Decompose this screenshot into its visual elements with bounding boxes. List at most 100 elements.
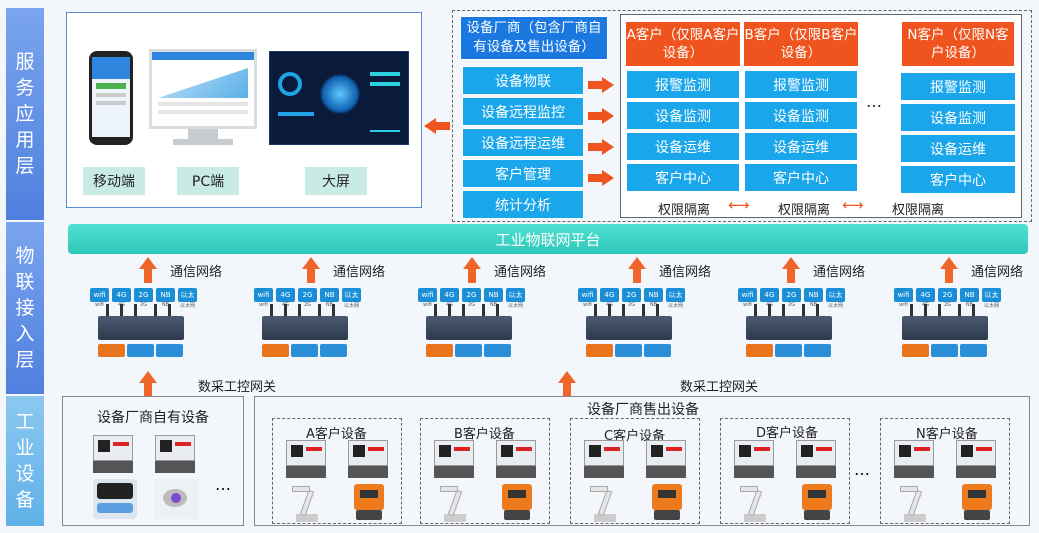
customer-n-alarm[interactable]: 报警监测 bbox=[900, 72, 1016, 101]
robot-arm-icon bbox=[288, 482, 326, 522]
own-devices-title: 设备厂商自有设备 bbox=[63, 407, 243, 427]
robot-arm-icon bbox=[896, 482, 934, 522]
sold-devices-box: 设备厂商售出设备 bbox=[254, 396, 1030, 526]
network-type-caption: NB bbox=[965, 302, 974, 308]
network-type-caption: wifi bbox=[259, 302, 268, 308]
ellipsis-text: … bbox=[866, 92, 882, 111]
customer-item-label: 设备监测 bbox=[930, 110, 986, 127]
module-icon bbox=[156, 344, 183, 357]
network-type-icon: NB bbox=[156, 288, 175, 302]
gateway-text: 数采工控网关 bbox=[680, 380, 759, 395]
antenna-icon bbox=[768, 304, 771, 318]
arrow-right-2 bbox=[588, 108, 614, 124]
customer-n-ops[interactable]: 设备运维 bbox=[900, 134, 1016, 163]
vendor-item-label: 设备远程监控 bbox=[481, 104, 565, 121]
customer-device-group-d bbox=[720, 418, 850, 524]
isolation-label-1: 权限隔离 bbox=[658, 199, 710, 218]
customer-item-label: 报警监测 bbox=[930, 79, 986, 96]
customer-b-center[interactable]: 客户中心 bbox=[744, 163, 858, 192]
mobile-device-image bbox=[89, 51, 133, 145]
vendor-item-iot[interactable]: 设备物联 bbox=[462, 66, 584, 95]
gateway-device-icon bbox=[902, 316, 988, 340]
module-icon bbox=[291, 344, 318, 357]
customer-item-label: 客户中心 bbox=[773, 170, 829, 187]
cnc-machine-icon bbox=[93, 435, 133, 475]
arrow-to-terminals bbox=[424, 118, 450, 134]
customer-a-monitor[interactable]: 设备监测 bbox=[626, 101, 740, 130]
isolation-arrow-2: ⟷ bbox=[842, 196, 864, 214]
customer-n-monitor[interactable]: 设备监测 bbox=[900, 103, 1016, 132]
customer-a-ops[interactable]: 设备运维 bbox=[626, 132, 740, 161]
network-type-caption: wifi bbox=[899, 302, 908, 308]
isolation-text: 权限隔离 bbox=[658, 203, 711, 218]
network-label-3: 通信网络 bbox=[494, 261, 546, 280]
network-type-icon: 2G bbox=[938, 288, 957, 302]
antenna-icon bbox=[448, 304, 451, 318]
camera-icon bbox=[155, 479, 199, 519]
customer-b-title: B客户（仅限B客户设备） bbox=[744, 27, 858, 61]
network-type-caption: wifi bbox=[743, 302, 752, 308]
customer-b-ops[interactable]: 设备运维 bbox=[744, 132, 858, 161]
platform-label: 工业物联网平台 bbox=[495, 230, 601, 249]
arrow-right-1 bbox=[588, 77, 614, 93]
module-icon bbox=[320, 344, 347, 357]
antenna-icon bbox=[332, 304, 335, 318]
module-icon bbox=[931, 344, 958, 357]
gateway-device-icon bbox=[98, 316, 184, 340]
vendor-item-label: 设备物联 bbox=[495, 73, 551, 90]
network-type-icon: 4G bbox=[600, 288, 619, 302]
cnc-machine-icon bbox=[646, 440, 686, 480]
gateway-device-icon bbox=[746, 316, 832, 340]
vendor-item-remote-monitor[interactable]: 设备远程监控 bbox=[462, 97, 584, 126]
customer-device-group-c bbox=[570, 418, 700, 524]
up-arrow-gw-1 bbox=[139, 371, 157, 397]
isolation-arrow-1: ⟷ bbox=[728, 196, 750, 214]
network-type-caption: 2G bbox=[139, 302, 148, 308]
customer-device-group-a bbox=[272, 418, 402, 524]
network-type-caption: 以太网 bbox=[179, 303, 195, 309]
module-icon bbox=[902, 344, 929, 357]
network-type-icon: wifi bbox=[738, 288, 757, 302]
cnc-machine-icon bbox=[286, 440, 326, 480]
gateway-2: wifi4G2GNB以太网wifi4G2GNB以太网 bbox=[248, 282, 364, 370]
gateway-4: wifi4G2GNB以太网wifi4G2GNB以太网 bbox=[572, 282, 688, 370]
vendor-item-customer-mgmt[interactable]: 客户管理 bbox=[462, 159, 584, 188]
customer-n-center[interactable]: 客户中心 bbox=[900, 165, 1016, 194]
layer-industrial-equipment: 工 业 设 备 bbox=[6, 396, 44, 526]
gateway-device-icon bbox=[262, 316, 348, 340]
module-icon bbox=[127, 344, 154, 357]
customer-b-header: B客户（仅限B客户设备） bbox=[744, 22, 858, 66]
gateway-modules bbox=[98, 344, 183, 357]
sold-devices-text: 设备厂商售出设备 bbox=[587, 402, 699, 418]
network-type-icon: 4G bbox=[276, 288, 295, 302]
network-type-caption: wifi bbox=[583, 302, 592, 308]
network-type-icon: wifi bbox=[254, 288, 273, 302]
up-arrow-net-2 bbox=[302, 257, 320, 283]
module-icon bbox=[484, 344, 511, 357]
pc-monitor-image bbox=[149, 49, 257, 147]
customer-b-alarm[interactable]: 报警监测 bbox=[744, 70, 858, 99]
customer-a-center[interactable]: 客户中心 bbox=[626, 163, 740, 192]
network-label-1: 通信网络 bbox=[170, 261, 222, 280]
gateway-1: wifi4G2GNB以太网wifi4G2GNB以太网 bbox=[84, 282, 200, 370]
robot-arm-icon bbox=[436, 482, 474, 522]
antenna-icon bbox=[608, 304, 611, 318]
iot-platform-bar: 工业物联网平台 bbox=[68, 224, 1028, 254]
customer-b-monitor[interactable]: 设备监测 bbox=[744, 101, 858, 130]
network-type-icon: 以太网 bbox=[178, 288, 197, 313]
vendor-item-statistics[interactable]: 统计分析 bbox=[462, 190, 584, 219]
bigscreen-label-box: 大屏 bbox=[305, 167, 367, 195]
antenna-icon bbox=[938, 304, 941, 318]
customer-device-label-n: N客户设备 bbox=[916, 423, 978, 442]
customer-a-alarm[interactable]: 报警监测 bbox=[626, 70, 740, 99]
network-type-caption: 以太网 bbox=[667, 303, 683, 309]
gateway-modules bbox=[746, 344, 831, 357]
vendor-item-remote-ops[interactable]: 设备远程运维 bbox=[462, 128, 584, 157]
network-type-icon: wifi bbox=[894, 288, 913, 302]
antenna-icon bbox=[120, 304, 123, 318]
robot-arm-icon bbox=[586, 482, 624, 522]
module-icon bbox=[426, 344, 453, 357]
cnc-machine-icon bbox=[734, 440, 774, 480]
network-type-icon: 以太网 bbox=[506, 288, 525, 313]
